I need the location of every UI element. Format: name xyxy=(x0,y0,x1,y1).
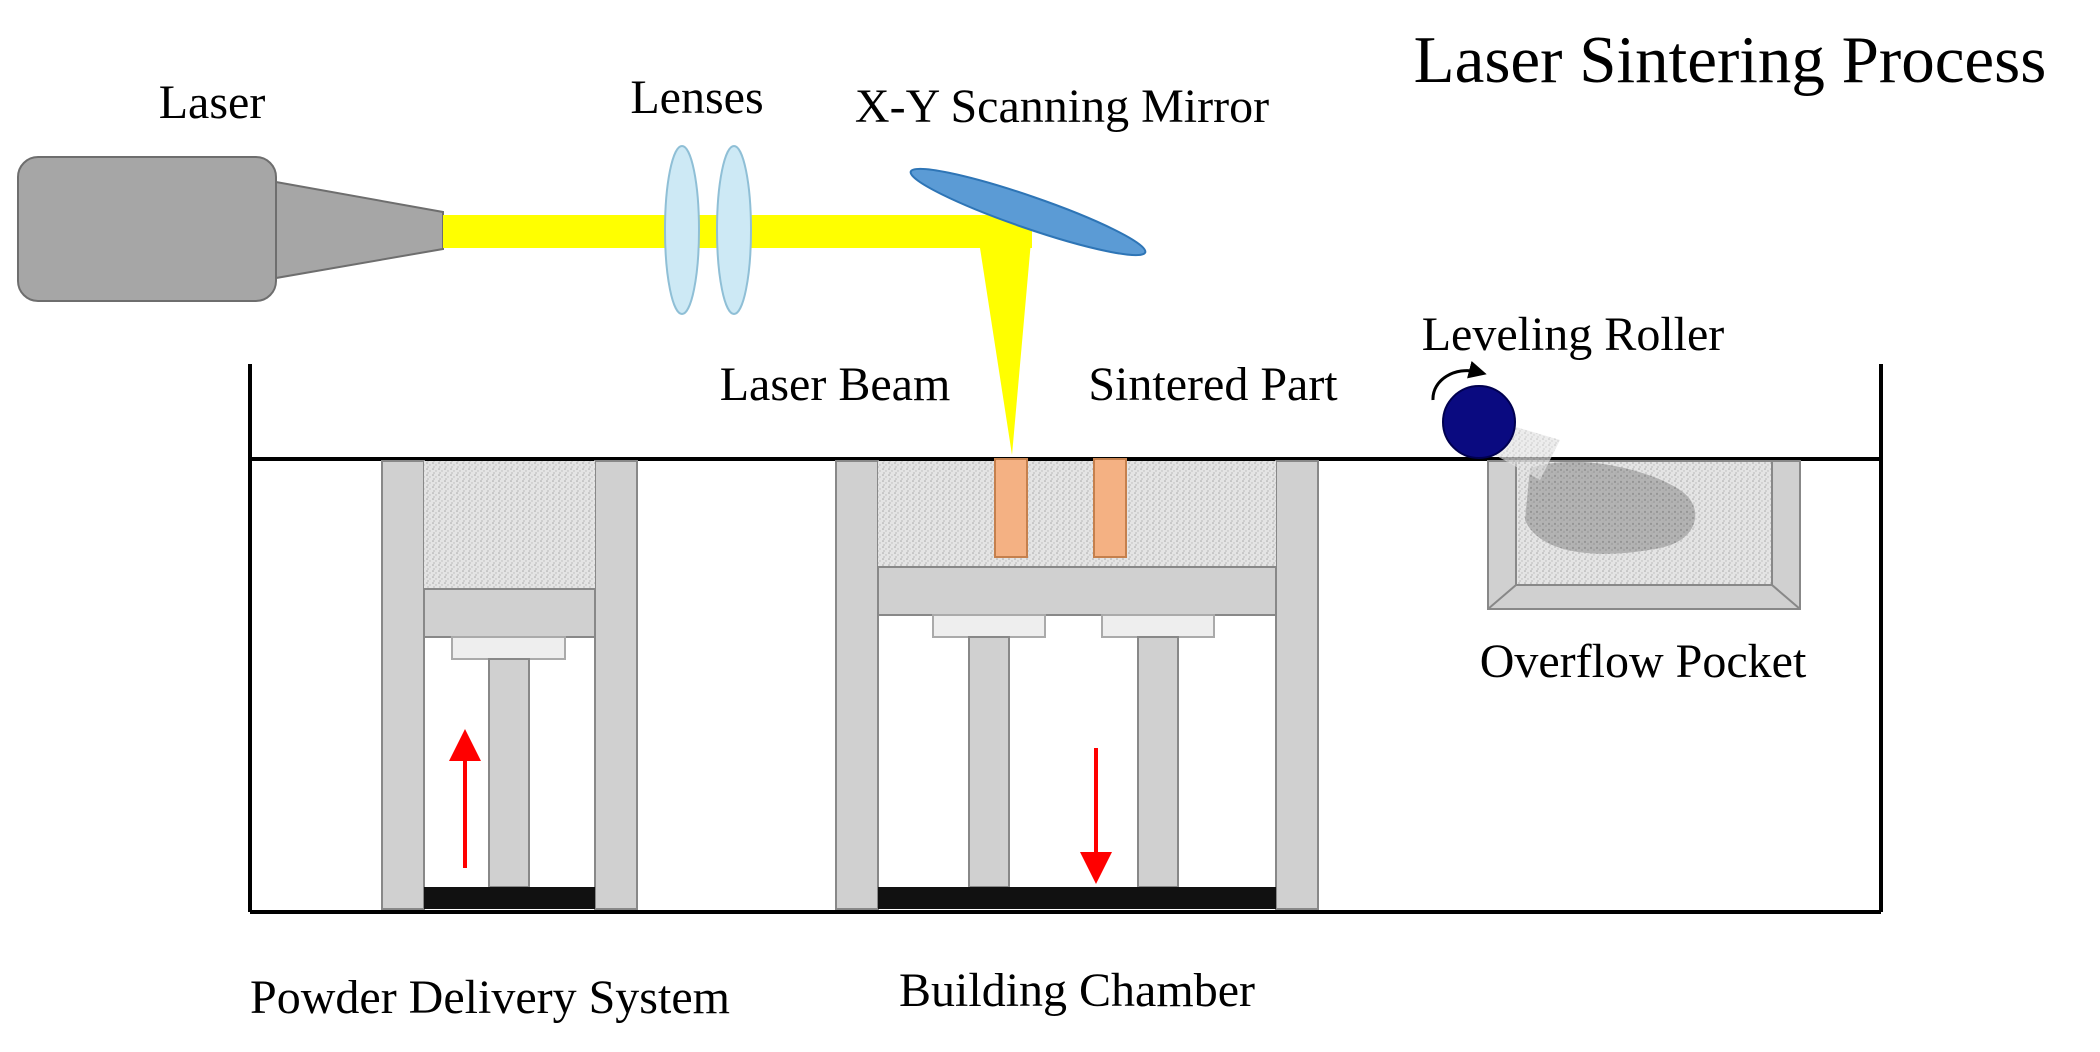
label-laser: Laser xyxy=(159,76,266,129)
building-base xyxy=(878,887,1276,909)
label-mirror: X-Y Scanning Mirror xyxy=(855,80,1269,133)
building-platform xyxy=(877,566,1277,616)
label-building-chamber: Building Chamber xyxy=(899,964,1255,1017)
laser-source xyxy=(17,156,444,302)
powder-delivery-piston-rod xyxy=(488,658,530,888)
powder-delivery-wall-right xyxy=(594,460,638,910)
lens-right xyxy=(716,145,752,315)
building-powder xyxy=(878,461,1276,567)
leveling-roller xyxy=(1442,385,1516,459)
overflow-pocket xyxy=(1487,420,1801,610)
diagram-title: Laser Sintering Process xyxy=(1414,23,2047,97)
building-wall-left xyxy=(835,460,879,910)
powder-delivery-wall-left xyxy=(381,460,425,910)
powder-delivery-system xyxy=(381,460,638,910)
building-piston-rod-right xyxy=(1137,636,1179,888)
laser-body xyxy=(17,156,277,302)
roller-rotation-arrow-icon xyxy=(1431,361,1487,401)
powder-delivery-powder xyxy=(424,461,595,589)
overflow-powder-pile xyxy=(1525,461,1696,554)
machine-enclosure xyxy=(248,364,1883,914)
building-piston-head-right xyxy=(1101,614,1215,638)
lens-left xyxy=(664,145,700,315)
laser-beam-vertical xyxy=(980,230,1032,455)
building-wall-right xyxy=(1275,460,1319,910)
powder-delivery-platform xyxy=(423,588,596,638)
laser-nozzle xyxy=(275,180,444,280)
label-laser-beam: Laser Beam xyxy=(720,358,951,411)
label-powder-delivery: Powder Delivery System xyxy=(250,971,730,1024)
label-leveling-roller: Leveling Roller xyxy=(1422,308,1725,361)
label-lenses: Lenses xyxy=(630,71,763,124)
label-overflow-pocket: Overflow Pocket xyxy=(1480,635,1807,688)
building-piston-rod-left xyxy=(968,636,1010,888)
building-chamber xyxy=(835,458,1319,910)
sintered-part-right xyxy=(1093,458,1127,558)
sintered-part-left xyxy=(994,458,1028,558)
powder-delivery-piston-head xyxy=(451,636,566,660)
building-piston-head-left xyxy=(932,614,1046,638)
label-sintered-part: Sintered Part xyxy=(1088,358,1338,411)
powder-delivery-base xyxy=(424,887,595,909)
scanning-mirror xyxy=(909,167,1147,257)
